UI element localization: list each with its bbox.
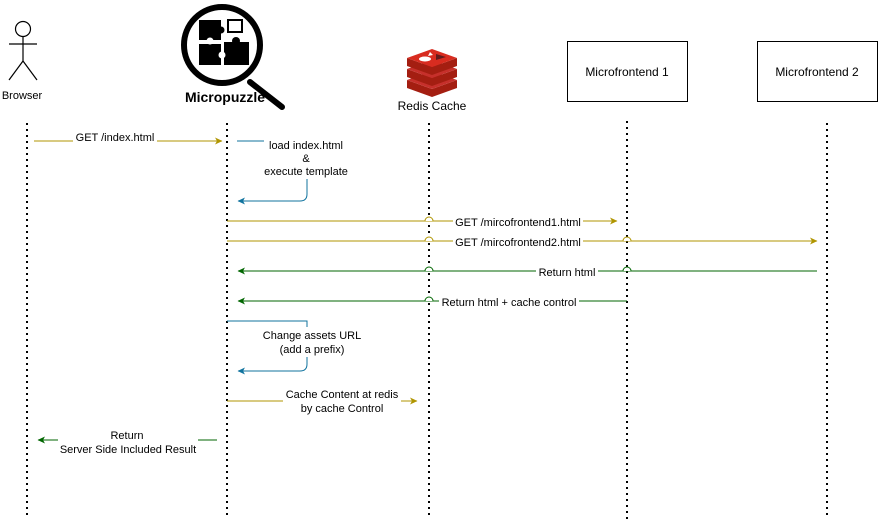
micropuzzle-logo-icon [181,4,285,110]
redis-icon [407,49,457,97]
browser-label: Browser [2,90,43,102]
message-return-result: Return Server Side Included Result [37,428,217,456]
load-index-line-2: & [302,153,310,165]
change-assets-line-1: Change assets URL [263,330,361,342]
message-get-mf2: GET /mircofrontend2.html [227,235,818,249]
get-mf1-label: GET /mircofrontend1.html [455,217,581,229]
browser-actor-icon [8,20,38,81]
microfrontend-1-label: Microfrontend 1 [585,65,669,79]
get-index-label: GET /index.html [76,132,155,144]
microfrontend-1-box: Microfrontend 1 [567,41,688,102]
microfrontend-2-label: Microfrontend 2 [775,65,859,79]
message-return-html: Return html [237,265,817,279]
return-html-label: Return html [539,267,596,279]
cache-content-line-2: by cache Control [301,403,384,415]
message-get-index: GET /index.html [34,131,223,145]
message-cache-content: Cache Content at redis by cache Control [227,387,418,417]
message-change-assets: Change assets URL (add a prefix) [227,320,364,375]
micropuzzle-label: Micropuzzle [185,89,265,105]
load-index-line-3: execute template [264,166,348,178]
redis-label: Redis Cache [398,99,467,113]
message-load-index: load index.html & execute template [237,137,350,205]
return-html-cache-label: Return html + cache control [442,297,577,309]
cache-content-line-1: Cache Content at redis [286,389,399,401]
return-result-line-1: Return [110,430,143,442]
load-index-line-1: load index.html [269,140,343,152]
message-get-mf1: GET /mircofrontend1.html [227,215,618,229]
return-result-line-2: Server Side Included Result [60,444,196,456]
get-mf2-label: GET /mircofrontend2.html [455,237,581,249]
change-assets-line-2: (add a prefix) [280,344,345,356]
microfrontend-2-box: Microfrontend 2 [757,41,878,102]
message-return-html-cache: Return html + cache control [237,295,627,309]
